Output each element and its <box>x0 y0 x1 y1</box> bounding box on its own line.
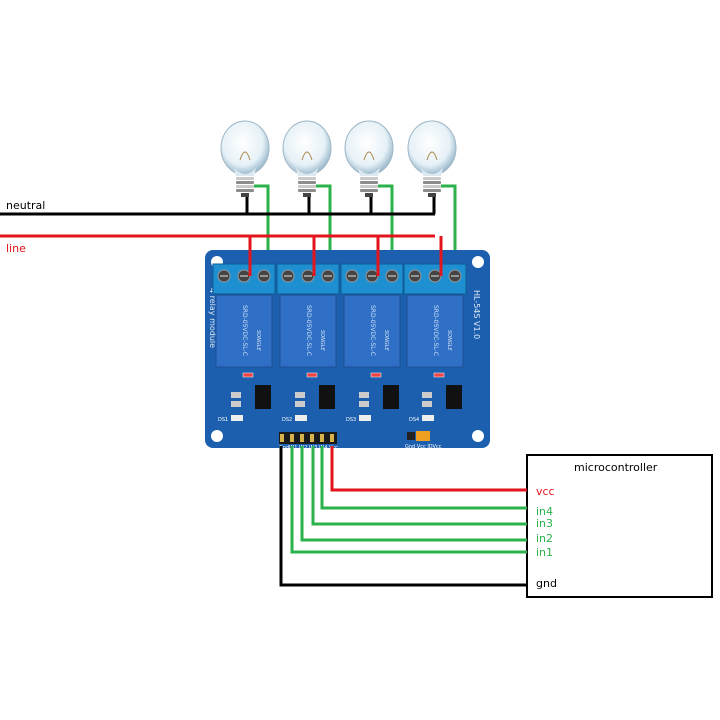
pin-label-gnd: gnd <box>536 577 557 590</box>
vcc-wire <box>330 446 527 492</box>
in4-wire <box>320 446 527 510</box>
header-pin <box>320 434 324 442</box>
pin-label-in3: in3 <box>536 517 553 530</box>
relay-4: SRD-05VDC-SL-C SONGLE DS4 <box>403 263 467 423</box>
relay-1: SRD-05VDC-SL-C SONGLE DS1 <box>212 263 276 423</box>
pin-header <box>279 432 337 444</box>
header-pin <box>330 434 334 442</box>
header-pin-label: Gnd <box>279 445 289 451</box>
relay-brand-text: SONGLE <box>319 330 325 352</box>
light-bulb <box>220 120 270 197</box>
relay-part-text: SRD-05VDC-SL-C <box>305 305 312 356</box>
neutral-label: neutral <box>6 199 45 212</box>
gnd-wire <box>279 446 527 587</box>
microcontroller-title: microcontroller <box>574 461 658 474</box>
relay-part-text: SRD-05VDC-SL-C <box>241 305 248 356</box>
pin-label-vcc: vcc <box>536 485 555 498</box>
relay-2: SRD-05VDC-SL-C SONGLE DS2 <box>276 263 340 423</box>
in3-wire <box>311 446 527 526</box>
led-label: DS1 <box>218 417 228 423</box>
light-bulb <box>407 120 457 197</box>
relay-brand-text: SONGLE <box>446 330 452 352</box>
led-label: DS2 <box>282 417 292 423</box>
relay-brand-text: SONGLE <box>255 330 261 352</box>
board-name-text: 4 relay module <box>208 288 217 348</box>
relay-part-text: SRD-05VDC-SL-C <box>432 305 439 356</box>
jumper-label: Gnd Vcc JDVcc <box>405 444 442 450</box>
relay-brand-text: SONGLE <box>383 330 389 352</box>
bulb-switched-wire <box>254 184 270 276</box>
in1-wire <box>290 446 527 554</box>
light-bulb <box>282 120 332 197</box>
header-pin-label: Vcc <box>329 445 338 451</box>
microcontroller-box <box>526 454 713 598</box>
led-label: DS4 <box>409 417 419 423</box>
pin-label-in1: in1 <box>536 546 553 559</box>
relay-3: SRD-05VDC-SL-C SONGLE DS3 <box>340 263 404 423</box>
bulb-switched-wire <box>441 184 457 276</box>
in2-wire <box>300 446 527 542</box>
jumper <box>416 431 430 441</box>
bulb-switched-wire <box>316 184 332 276</box>
led-label: DS3 <box>346 417 356 423</box>
bulb-switched-wire <box>378 184 394 276</box>
relay-module-board: 4 relay module HL-54S V1.0 SRD-05VDC-SL-… <box>205 250 490 451</box>
board-model-text: HL-54S V1.0 <box>472 290 481 339</box>
header-pin <box>290 434 294 442</box>
header-pin <box>300 434 304 442</box>
pin-label-in2: in2 <box>536 532 553 545</box>
pin-label-in4: in4 <box>536 505 553 518</box>
header-pin <box>280 434 284 442</box>
header-pin <box>310 434 314 442</box>
relay-part-text: SRD-05VDC-SL-C <box>369 305 376 356</box>
light-bulb <box>344 120 394 197</box>
line-label: line <box>6 242 26 255</box>
